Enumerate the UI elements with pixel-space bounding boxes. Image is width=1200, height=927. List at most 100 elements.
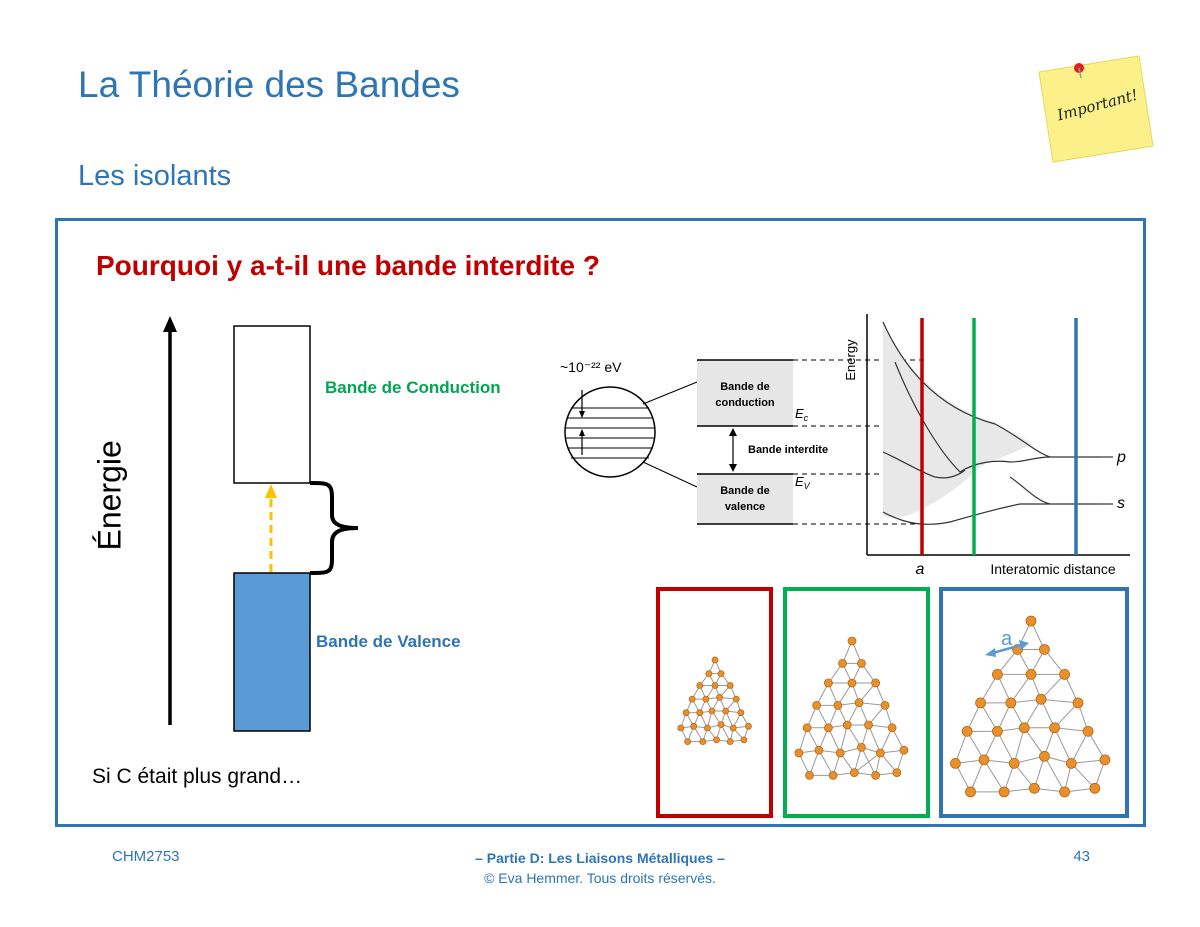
- carbon-atom-icon: [708, 707, 716, 715]
- carbon-atom-icon: [1028, 782, 1040, 794]
- gap-brace-icon: [309, 481, 359, 575]
- energy-axis-label: Énergie: [91, 440, 128, 551]
- carbon-atom-icon: [1035, 693, 1047, 705]
- energy-band-formation-diagram: ~10⁻²² eV Bande de conduction Bande de v…: [560, 314, 1130, 578]
- lattice-bond: [1013, 727, 1025, 764]
- lattice-bond: [1010, 674, 1032, 704]
- level-spacing-label: ~10⁻²² eV: [560, 359, 622, 375]
- lattice-spacing-label: a: [1001, 628, 1013, 650]
- question-heading: Pourquoi y a-t-il une bande interdite ?: [96, 250, 601, 281]
- footer-course: CHM2753: [112, 848, 180, 865]
- carbon-atom-icon: [713, 736, 720, 744]
- carbon-atom-icon: [1082, 725, 1094, 737]
- excitation-arrowhead-icon: [265, 484, 277, 498]
- lattice-structure-medium: [794, 636, 909, 780]
- carbon-atom-icon: [842, 720, 852, 730]
- carbon-atom-icon: [1039, 644, 1050, 655]
- carbon-atom-icon: [949, 757, 961, 769]
- carbon-atom-icon: [1039, 750, 1050, 762]
- plot-a-label: a: [916, 561, 925, 578]
- carbon-atom-icon: [854, 698, 864, 707]
- carbon-atom-icon: [847, 636, 857, 646]
- important-sticky-note: Important!: [1035, 52, 1155, 164]
- bottom-remark: Si C était plus grand…: [92, 765, 303, 788]
- carbon-atom-icon: [745, 722, 752, 730]
- carbon-atom-icon: [794, 748, 804, 758]
- conduction-box-line2: conduction: [715, 397, 775, 409]
- carbon-atom-icon: [704, 724, 711, 732]
- ev-label: EV: [795, 474, 811, 491]
- lattice-bond: [1054, 702, 1079, 729]
- carbon-atom-icon: [1008, 757, 1020, 769]
- carbon-atom-icon: [682, 709, 690, 717]
- carbon-atom-icon: [677, 724, 685, 732]
- lattice-bond: [839, 724, 848, 754]
- energy-axis-arrowhead-icon: [163, 316, 177, 332]
- carbon-atom-icon: [961, 725, 973, 737]
- band-curves: [882, 321, 1100, 525]
- carbon-atom-icon: [740, 736, 748, 744]
- carbon-atom-icon: [722, 707, 730, 715]
- carbon-atom-icon: [1005, 697, 1017, 709]
- carbon-atom-icon: [688, 695, 696, 703]
- lattice-bond: [980, 702, 998, 732]
- carbon-atom-icon: [978, 754, 990, 766]
- lattice-bond: [818, 749, 834, 776]
- lattice-bond: [954, 731, 968, 764]
- carbon-atom-icon: [726, 738, 734, 746]
- lattice-bond: [846, 724, 862, 748]
- lattice-bond: [1033, 756, 1045, 789]
- carbon-atom-icon: [716, 694, 723, 701]
- carbon-atom-icon: [899, 745, 909, 755]
- carbon-atom-icon: [892, 768, 902, 778]
- carbon-atom-icon: [711, 656, 719, 664]
- carbon-atom-icon: [812, 701, 822, 710]
- lattice-bond: [1071, 759, 1105, 764]
- valence-band-rect: [697, 474, 793, 524]
- carbon-atom-icon: [1089, 782, 1101, 794]
- carbon-atom-icon: [1049, 722, 1060, 734]
- page-title: La Théorie des Bandes: [78, 64, 460, 105]
- lattice-bond: [996, 731, 1015, 764]
- carbon-atom-icon: [805, 770, 814, 780]
- lattice-panel-small: [656, 587, 773, 818]
- carbon-atom-icon: [887, 723, 897, 733]
- plot-x-axis-label: Interatomic distance: [990, 561, 1115, 577]
- carbon-atom-icon: [871, 678, 881, 688]
- valence-box-line1: Bande de: [720, 485, 770, 497]
- carbon-atom-icon: [690, 722, 698, 730]
- carbon-atom-icon: [732, 695, 740, 703]
- carbon-atom-icon: [737, 709, 745, 717]
- content-frame: [55, 218, 1146, 827]
- carbon-atom-icon: [991, 725, 1003, 737]
- lattice-bond: [1054, 727, 1089, 732]
- carbon-atom-icon: [875, 748, 885, 758]
- band-region-fill: [883, 322, 1033, 518]
- carbon-atom-icon: [717, 721, 725, 729]
- carbon-atom-icon: [838, 659, 847, 668]
- carbon-atom-icon: [857, 742, 866, 752]
- carbon-atom-icon: [717, 670, 725, 677]
- conduction-band-box: [233, 325, 311, 484]
- lattice-bond: [868, 724, 881, 754]
- carbon-atom-icon: [1065, 757, 1077, 769]
- carbon-atom-icon: [828, 770, 838, 780]
- lattice-bond: [809, 750, 820, 776]
- lattice-bond: [827, 727, 841, 754]
- carbon-atom-icon: [711, 682, 719, 689]
- lattice-bond: [983, 759, 1005, 793]
- lattice-bond: [980, 674, 998, 704]
- carbon-atom-icon: [1059, 786, 1071, 798]
- lattice-bond: [1087, 731, 1106, 761]
- lattice-spacing-arrow: [985, 640, 1029, 657]
- lattice-bond: [854, 752, 881, 773]
- valence-band-box: [233, 572, 311, 732]
- p-band-label: p: [1116, 449, 1126, 466]
- lattice-structure-large: [949, 615, 1111, 798]
- plot-y-axis-label: Energy: [843, 339, 858, 381]
- carbon-atom-icon: [1059, 669, 1071, 680]
- lattice-structure-small: [677, 656, 752, 746]
- lattice-bond: [966, 731, 985, 761]
- conduction-box-line1: Bande de: [720, 381, 770, 393]
- lattice-bond: [1044, 756, 1066, 793]
